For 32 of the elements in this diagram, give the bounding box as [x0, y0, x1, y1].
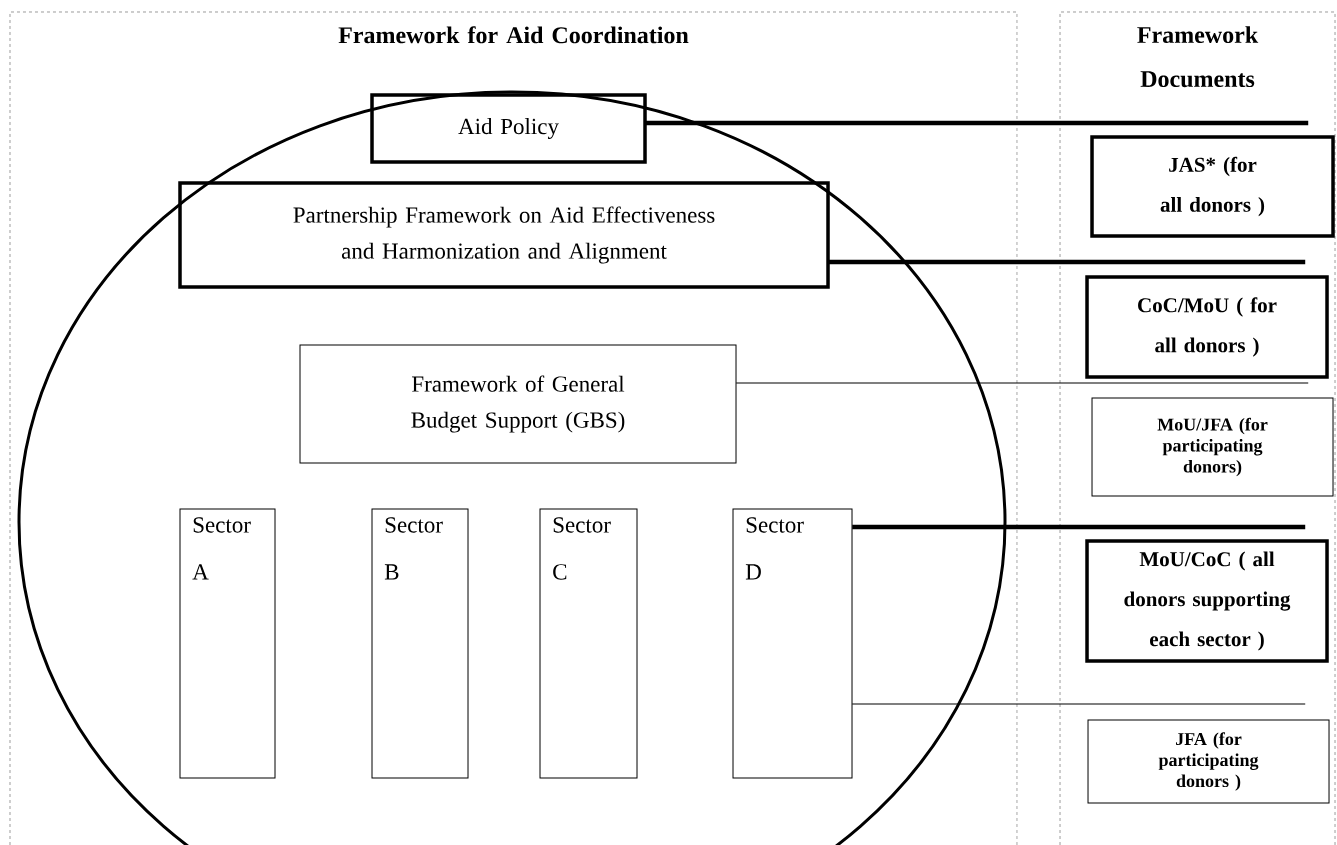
box — [1087, 719, 1330, 804]
connector-line — [852, 524, 1306, 530]
box-label: Framework of General Budget Support (GBS) — [411, 375, 625, 433]
box — [539, 508, 638, 779]
connector-line — [828, 259, 1306, 265]
box-label: Aid Policy — [458, 118, 559, 139]
box — [178, 181, 830, 289]
box — [179, 508, 276, 779]
box — [371, 508, 469, 779]
box — [1090, 135, 1335, 238]
box — [370, 93, 647, 164]
box-label: JFA (for participating donors ) — [1158, 732, 1259, 791]
box — [1091, 397, 1334, 497]
box — [1085, 539, 1329, 663]
box-label: Sector B — [384, 517, 443, 580]
box — [732, 508, 853, 779]
box-label: MoU/CoC ( all donors supporting each sector ) — [1124, 551, 1291, 651]
connector-line — [645, 120, 1309, 126]
box-label: JAS* (for all donors ) — [1160, 156, 1265, 217]
box-label: Partnership Framework on Aid Effectiveness and Harmonization and Alignment — [293, 206, 715, 264]
panel-heading: Framework for Aid Coordination — [338, 26, 689, 44]
panel-heading: Framework Documents — [1137, 26, 1259, 88]
box-label: CoC/MoU ( for all donors ) — [1138, 297, 1277, 357]
dashed-panel — [1059, 11, 1336, 845]
box-label: Sector A — [192, 517, 251, 580]
box-label: MoU/JFA (for participating donors) — [1157, 417, 1268, 477]
connector-line — [735, 382, 1309, 384]
box — [1085, 275, 1329, 379]
connector-line — [851, 703, 1306, 705]
box — [299, 344, 737, 464]
box-label: Sector D — [745, 517, 804, 580]
box-label: Sector C — [553, 517, 611, 580]
